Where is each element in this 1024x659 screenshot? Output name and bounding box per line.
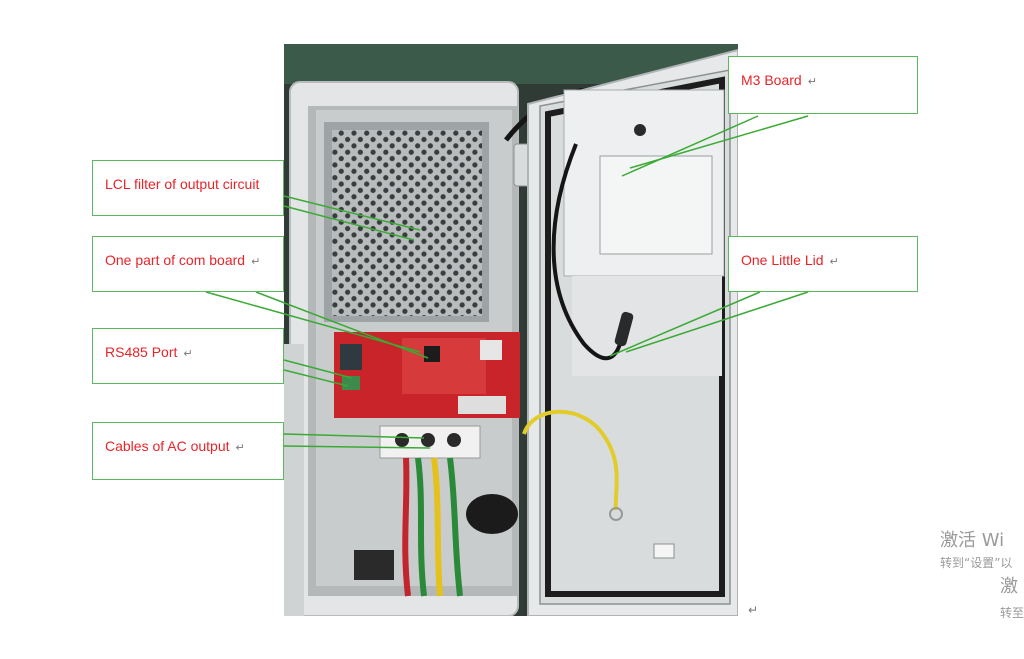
callout-lcl-filter: LCL filter of output circuit — [92, 160, 284, 216]
paragraph-mark: ↵ — [251, 256, 261, 268]
paragraph-mark: ↵ — [748, 603, 759, 617]
label-little-lid: One Little Lid — [741, 252, 824, 268]
label-com-board: One part of com board — [105, 252, 246, 268]
watermark-line-1: 激活 Wi — [940, 530, 1005, 551]
label-rs485: RS485 Port — [105, 344, 178, 360]
paragraph-mark: ↵ — [235, 442, 245, 454]
watermark-line-4: 转至 — [1000, 606, 1024, 620]
cabinet-drawing — [284, 44, 738, 616]
watermark-line-3: 激 — [1000, 576, 1018, 597]
callout-m3-board: M3 Board ↵ — [728, 56, 918, 114]
label-lcl-filter: LCL filter of output circuit — [105, 176, 260, 192]
label-ac-cables: Cables of AC output — [105, 438, 230, 454]
callout-little-lid: One Little Lid ↵ — [728, 236, 918, 292]
paragraph-mark: ↵ — [183, 348, 193, 360]
callout-com-board: One part of com board ↵ — [92, 236, 284, 292]
watermark-line-2: 转到“设置”以 — [940, 556, 1013, 570]
callout-ac-cables: Cables of AC output ↵ — [92, 422, 284, 480]
paragraph-mark: ↵ — [807, 76, 817, 88]
paragraph-mark: ↵ — [829, 256, 839, 268]
callout-rs485: RS485 Port ↵ — [92, 328, 284, 384]
label-m3-board: M3 Board — [741, 72, 802, 88]
cabinet-photo — [284, 44, 738, 616]
